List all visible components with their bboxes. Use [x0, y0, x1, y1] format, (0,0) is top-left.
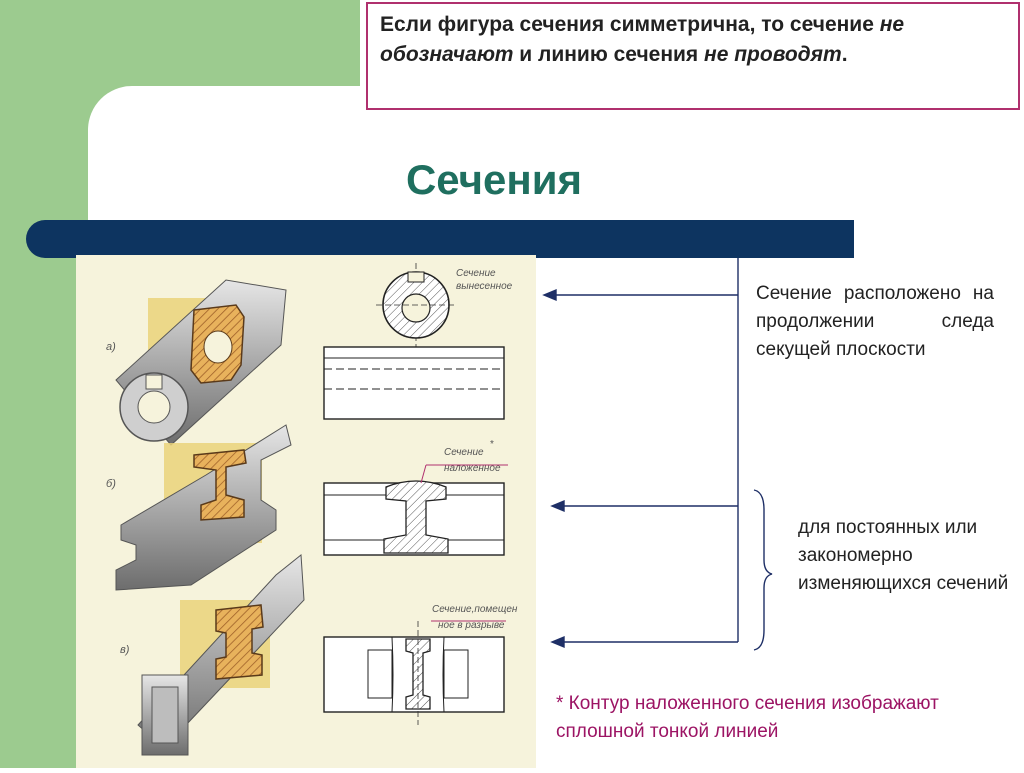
rule-note-text: . — [841, 43, 848, 66]
slide-title: Сечения — [405, 156, 583, 203]
row-c-label: в) — [120, 644, 130, 656]
row-b-label: б) — [106, 478, 116, 490]
rule-note-text: и линию сечения — [513, 43, 705, 66]
shaft-section-view — [376, 263, 456, 355]
rule-note-box: Если фигура сечения симметрична, то сече… — [366, 2, 1020, 110]
brace-icon — [753, 489, 773, 651]
arrow-head-superimposed — [550, 499, 565, 513]
row-a-label: а) — [106, 341, 116, 353]
label-superimposed-1: Сечение — [444, 447, 484, 458]
title-bar — [26, 220, 854, 258]
shaft-3d — [115, 279, 287, 446]
label-in-break-2: ное в разрыве — [438, 620, 505, 631]
footnote: * Контур наложенного сечения изображают … — [556, 693, 939, 742]
rail-front-view — [323, 464, 508, 556]
rule-note-emphasis: не проводят — [704, 43, 842, 66]
label-superimposed-2: наложенное — [444, 463, 501, 474]
label-removed-2: вынесенное — [456, 281, 513, 292]
arrow-head-removed — [542, 288, 557, 302]
description-constant-sections: для постоянных или закономерно изменяющи… — [798, 517, 1009, 594]
rail-3d — [115, 424, 292, 591]
description-removed-section: Сечение расположено на продолжении следа… — [756, 283, 994, 360]
sections-drawing: а) Сечение вынесенное б) — [76, 255, 536, 768]
shaft-front-view — [323, 346, 505, 420]
rule-note-emphasis: не обозначают — [380, 13, 905, 66]
arrow-head-in-break — [550, 635, 565, 649]
label-superimposed-star: * — [490, 439, 494, 450]
label-in-break-1: Сечение,помещен — [432, 604, 518, 615]
sections-illustration: а) Сечение вынесенное б) — [106, 263, 518, 756]
label-removed-1: Сечение — [456, 268, 496, 279]
bar-front-view — [323, 620, 506, 725]
bar-3d — [137, 554, 305, 756]
rule-note-text: Если фигура сечения симметрична, то сече… — [380, 13, 880, 36]
